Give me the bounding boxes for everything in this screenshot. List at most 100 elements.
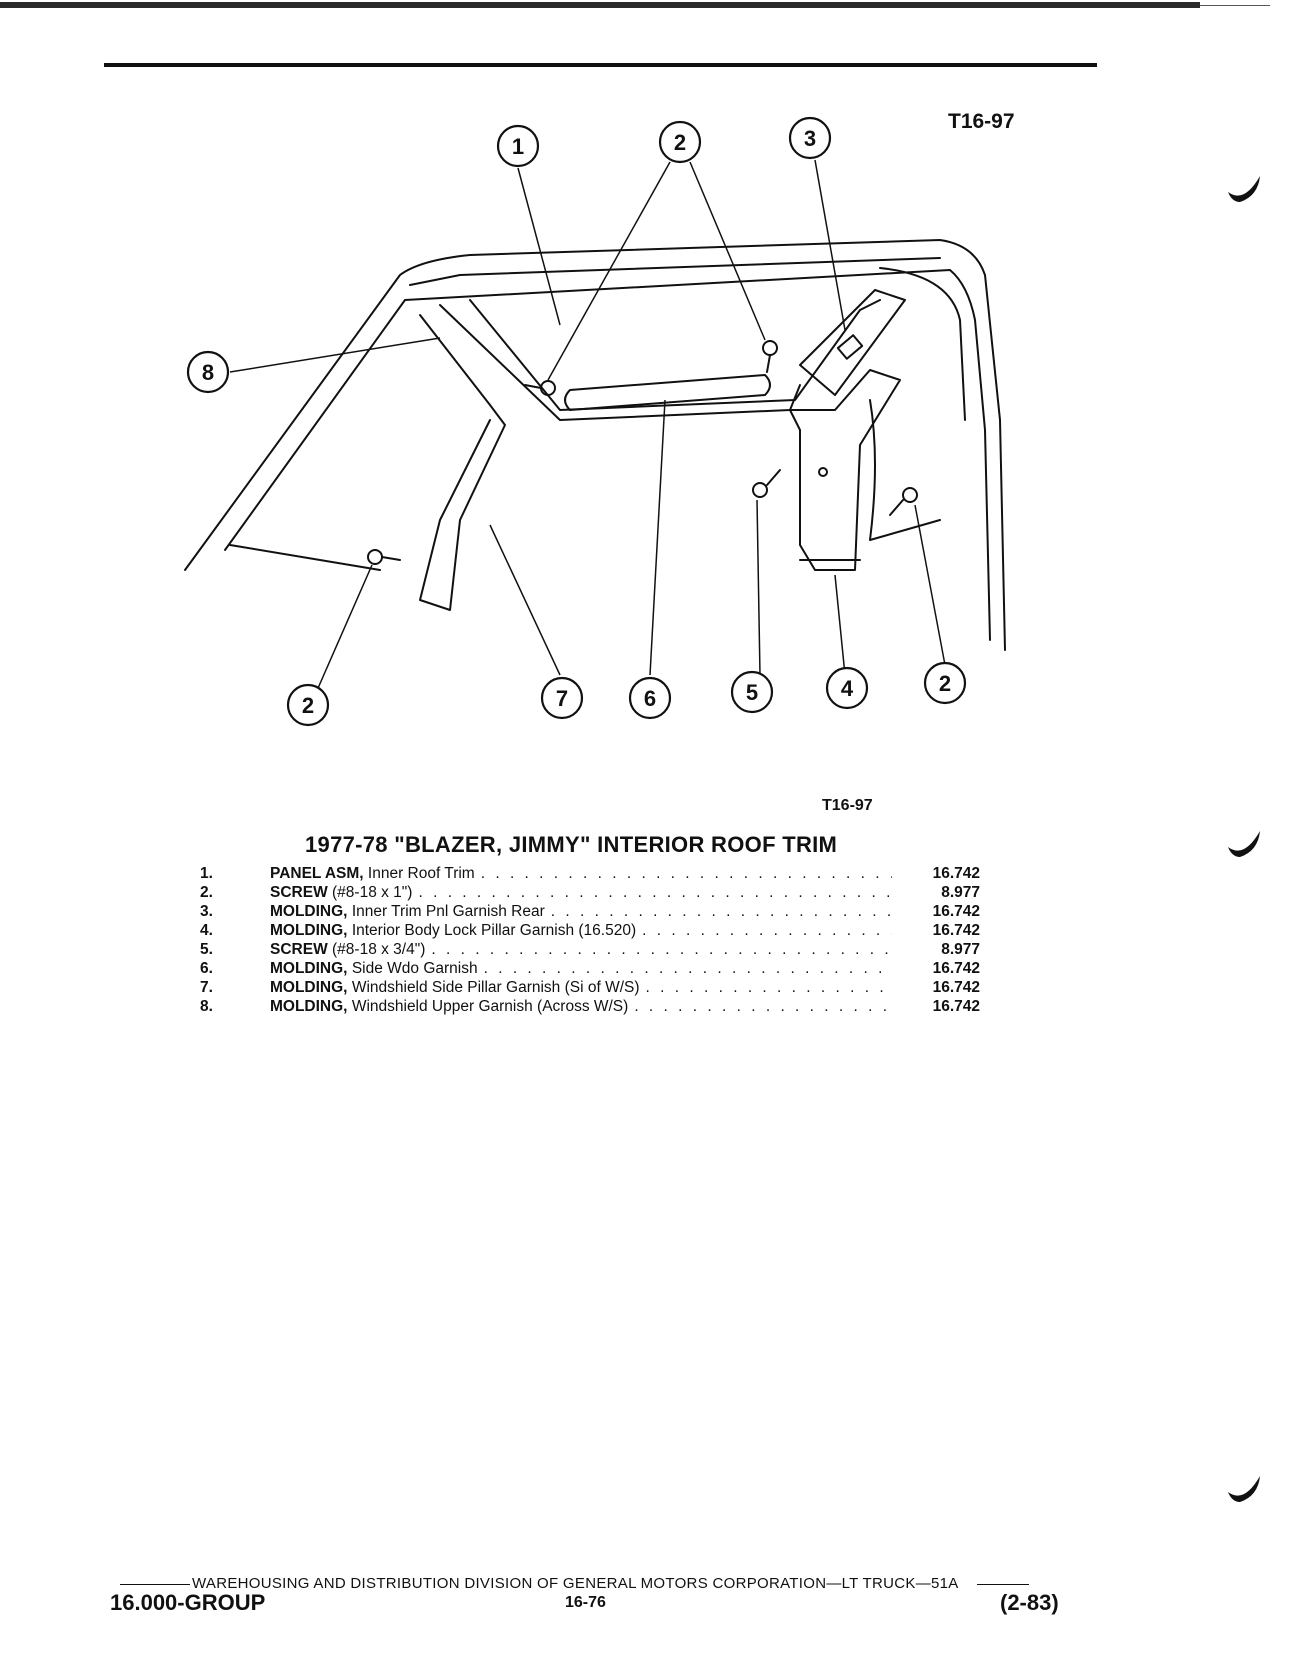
group-ref: 16.742	[932, 865, 980, 882]
dot-leader: . . . . . . . . . . . . . . . . . . . . …	[483, 960, 892, 977]
item-name: MOLDING,	[270, 960, 348, 977]
item-detail: Windshield Upper Garnish (Across W/S)	[351, 998, 629, 1015]
page-title: 1977-78 "BLAZER, JIMMY" INTERIOR ROOF TR…	[305, 832, 838, 857]
parts-list: 1. PANEL ASM, Inner Roof Trim . . . . . …	[200, 864, 980, 1016]
item-name: MOLDING,	[270, 903, 348, 920]
leader-1	[517, 167, 561, 326]
item-description: PANEL ASM, Inner Roof Trim . . . . . . .…	[270, 864, 902, 883]
binder-mark-top	[1228, 176, 1260, 202]
dot-leader: . . . . . . . . . . . . . . . . . . . . …	[634, 998, 892, 1015]
footer-dash-right	[976, 1583, 1029, 1585]
item-description: MOLDING, Windshield Side Pillar Garnish …	[270, 978, 902, 997]
leader-2b	[689, 161, 766, 341]
leader-6	[649, 399, 666, 676]
item-name: MOLDING,	[270, 979, 348, 996]
list-item: 5. SCREW (#8-18 x 3/4") . . . . . . . . …	[200, 940, 980, 959]
footer-date: (2-83)	[1000, 1590, 1059, 1615]
item-detail: Side Wdo Garnish	[351, 960, 478, 977]
item-name: MOLDING,	[270, 922, 348, 939]
header-rule	[104, 63, 1097, 67]
leader-2-left	[314, 564, 373, 696]
dot-leader: . . . . . . . . . . . . . . . . . . . . …	[642, 922, 892, 939]
callout-label-4: 4	[841, 676, 854, 701]
rear-molding-latch	[836, 334, 864, 360]
leader-7	[489, 524, 561, 676]
item-description: MOLDING, Side Wdo Garnish . . . . . . . …	[270, 959, 902, 978]
item-detail: Windshield Side Pillar Garnish (Si of W/…	[351, 979, 640, 996]
leader-2a	[547, 161, 671, 381]
footer-group: 16.000-GROUP	[110, 1590, 266, 1615]
callout-circle-6	[628, 676, 672, 720]
list-item: 7. MOLDING, Windshield Side Pillar Garni…	[200, 978, 980, 997]
item-detail: Interior Body Lock Pillar Garnish (16.52…	[351, 922, 637, 939]
lock-pillar-garnish	[789, 369, 901, 571]
figure-code-top: T16-97	[948, 110, 1015, 133]
list-item: 1. PANEL ASM, Inner Roof Trim . . . . . …	[200, 864, 980, 883]
windshield-upper-edge	[439, 304, 801, 421]
callout-label-2-right: 2	[939, 671, 951, 696]
item-number: 3.	[200, 903, 213, 920]
callout-circle-2-left	[286, 683, 330, 727]
group-ref: 16.742	[932, 922, 980, 939]
screw-upper-right	[762, 340, 778, 373]
figure-code-bottom: T16-97	[822, 797, 873, 814]
item-number: 8.	[200, 998, 213, 1015]
item-name: MOLDING,	[270, 998, 348, 1015]
group-ref: 16.742	[932, 998, 980, 1015]
screw-left-lower	[367, 549, 401, 565]
item-number: 1.	[200, 865, 213, 882]
group-ref: 8.977	[941, 941, 980, 958]
callout-label-2-left: 2	[302, 693, 314, 718]
footer-page-number: 16-76	[565, 1594, 606, 1611]
body-side-line	[869, 399, 941, 541]
group-ref: 16.742	[932, 979, 980, 996]
dot-leader: . . . . . . . . . . . . . . . . . . . . …	[480, 865, 892, 882]
item-detail: Inner Roof Trim	[367, 865, 475, 882]
callout-label-8: 8	[202, 360, 214, 385]
item-number: 2.	[200, 884, 213, 901]
callout-label-5: 5	[746, 680, 758, 705]
side-window-garnish	[564, 374, 771, 411]
footer-division-text: WAREHOUSING AND DISTRIBUTION DIVISION OF…	[192, 1575, 959, 1592]
leader-5	[756, 499, 761, 676]
headliner-panel	[469, 299, 881, 411]
item-description: SCREW (#8-18 x 3/4") . . . . . . . . . .…	[270, 940, 902, 959]
group-ref: 16.742	[932, 903, 980, 920]
callout-label-3: 3	[804, 126, 816, 151]
binder-mark-bottom	[1228, 1476, 1260, 1502]
item-detail: (#8-18 x 3/4")	[332, 941, 426, 958]
item-description: MOLDING, Windshield Upper Garnish (Acros…	[270, 997, 902, 1016]
callout-circle-2-right	[923, 661, 967, 705]
callout-circle-2-top	[658, 120, 702, 164]
callout-label-7: 7	[556, 686, 568, 711]
rear-garnish-molding	[799, 289, 906, 396]
callout-label-6: 6	[644, 686, 656, 711]
callout-circle-8	[186, 350, 230, 394]
list-item: 2. SCREW (#8-18 x 1") . . . . . . . . . …	[200, 883, 980, 902]
screw-pillar-5	[752, 469, 781, 498]
dot-leader: . . . . . . . . . . . . . . . . . . . . …	[418, 884, 892, 901]
item-description: MOLDING, Interior Body Lock Pillar Garni…	[270, 921, 902, 940]
binder-mark-middle	[1228, 831, 1260, 857]
item-number: 5.	[200, 941, 213, 958]
roof-rear-edge	[879, 267, 966, 421]
callout-circle-3	[788, 116, 832, 160]
leader-4	[834, 574, 846, 676]
callout-label-2-top: 2	[674, 130, 686, 155]
screw-right-lower	[889, 487, 918, 516]
list-item: 6. MOLDING, Side Wdo Garnish . . . . . .…	[200, 959, 980, 978]
item-description: MOLDING, Inner Trim Pnl Garnish Rear . .…	[270, 902, 902, 921]
screw-upper-left	[524, 380, 556, 396]
callout-circle-7	[540, 676, 584, 720]
list-item: 4. MOLDING, Interior Body Lock Pillar Ga…	[200, 921, 980, 940]
callout-circle-5	[730, 670, 774, 714]
leader-8	[229, 337, 441, 373]
item-detail: (#8-18 x 1")	[332, 884, 413, 901]
item-name: PANEL ASM,	[270, 865, 364, 882]
item-number: 4.	[200, 922, 213, 939]
top-edge-bar	[0, 2, 1200, 8]
footer-dash-left	[120, 1583, 190, 1585]
roof-front-lip	[409, 257, 941, 286]
roof-inner-outline	[224, 269, 991, 641]
item-number: 7.	[200, 979, 213, 996]
